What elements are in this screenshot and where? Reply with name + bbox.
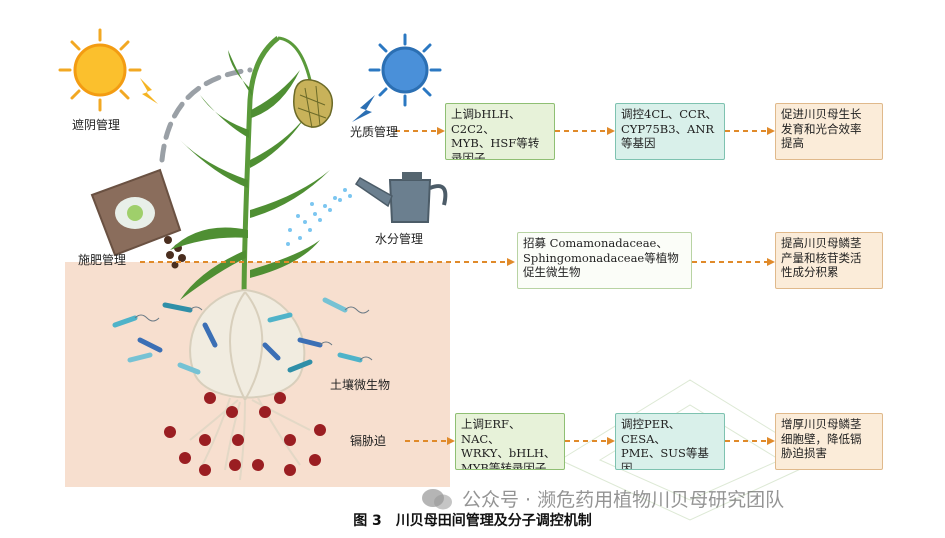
figure-title: 川贝母田间管理及分子调控机制 bbox=[395, 513, 592, 529]
label-water: 水分管理 bbox=[375, 232, 424, 246]
label-light: 光质管理 bbox=[350, 125, 399, 139]
label-soil-microbes: 土壤微生物 bbox=[330, 378, 391, 392]
box-cadmium-genes: 调控PER、CESA、 PME、SUS等基因 bbox=[615, 413, 725, 470]
fertilizer-bag-icon bbox=[90, 168, 182, 257]
water-spray bbox=[286, 188, 352, 246]
box-cadmium-outcome: 增厚川贝母鳞茎 细胞壁，降低镉 胁迫损害 bbox=[775, 413, 883, 470]
lightning-yellow-icon bbox=[140, 78, 158, 104]
fritillaria-flower-icon bbox=[277, 36, 333, 129]
box-microbe-outcome: 提高川贝母鳞茎 产量和核苷类活 性成分积累 bbox=[775, 232, 883, 289]
box-light-genes: 调控4CL、CCR、 CYP75B3、ANR 等基因 bbox=[615, 103, 725, 160]
box-light-outcome: 促进川贝母生长 发育和光合效率 提高 bbox=[775, 103, 883, 160]
plant-leaves bbox=[170, 50, 330, 300]
label-fertilizer: 施肥管理 bbox=[78, 253, 127, 267]
connector-arrowheads bbox=[437, 127, 775, 445]
watermark-text: 公众号 · 濒危药用植物川贝母研究团队 bbox=[462, 489, 785, 511]
figure-caption: 图 3 川贝母田间管理及分子调控机制 bbox=[0, 510, 945, 530]
shade-arc bbox=[159, 67, 253, 163]
watermark: 公众号 · 濒危药用植物川贝母研究团队 bbox=[420, 485, 784, 512]
watering-can-icon bbox=[354, 172, 448, 223]
box-microbe-recruitment: 招募 Comamonadaceae、 Sphingomonadaceae等植物 … bbox=[517, 232, 692, 289]
microbe-flagella bbox=[134, 306, 373, 361]
cadmium-particles bbox=[164, 392, 326, 476]
figure-number: 图 3 bbox=[353, 513, 382, 529]
blue-sun-icon bbox=[368, 33, 442, 107]
soil-microbes bbox=[112, 297, 363, 375]
wechat-icon bbox=[422, 488, 452, 509]
sun-icon bbox=[58, 28, 142, 112]
label-shading: 遮阴管理 bbox=[72, 118, 121, 132]
box-cadmium-transcription-factors: 上调ERF、NAC、 WRKY、bHLH、 MYB等转录因子 bbox=[455, 413, 565, 470]
lightning-blue-icon bbox=[352, 95, 375, 122]
label-cadmium: 镉胁迫 bbox=[350, 434, 387, 448]
box-light-transcription-factors: 上调bHLH、C2C2、 MYB、HSF等转 录因子 bbox=[445, 103, 555, 160]
connector-lines bbox=[140, 130, 770, 442]
